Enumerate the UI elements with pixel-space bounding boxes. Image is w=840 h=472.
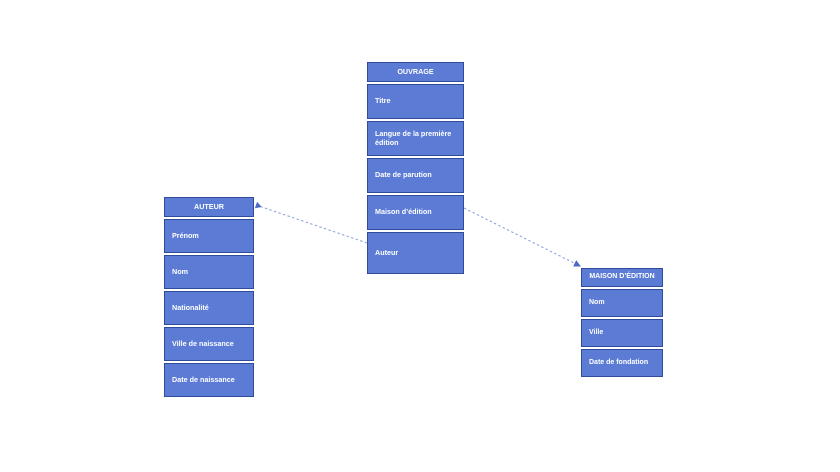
entity-maison-edition-field-ville[interactable]: Ville xyxy=(581,319,663,347)
entity-auteur-field-nom[interactable]: Nom xyxy=(164,255,254,289)
entity-ouvrage-title: OUVRAGE xyxy=(397,66,434,76)
entity-auteur-title: AUTEUR xyxy=(194,201,224,211)
entity-auteur-field-ville-naissance[interactable]: Ville de naissance xyxy=(164,327,254,361)
entity-auteur[interactable]: AUTEUR Prénom Nom Nationalité Ville de n… xyxy=(164,197,254,397)
field-label: Auteur xyxy=(375,247,399,257)
field-label: Date de naissance xyxy=(172,374,235,384)
field-label: Date de parution xyxy=(375,170,432,180)
connector-ouvrage-maison xyxy=(463,207,581,267)
entity-ouvrage-field-auteur[interactable]: Auteur xyxy=(367,232,464,274)
entity-maison-edition-header[interactable]: MAISON D’ÉDITION xyxy=(581,268,663,287)
entity-ouvrage-field-titre[interactable]: Titre xyxy=(367,84,464,119)
entity-maison-edition-field-date-fondation[interactable]: Date de fondation xyxy=(581,349,663,377)
field-label: Ville de naissance xyxy=(172,338,234,348)
entity-auteur-field-date-naissance[interactable]: Date de naissance xyxy=(164,363,254,397)
entity-ouvrage-header[interactable]: OUVRAGE xyxy=(367,62,464,82)
entity-ouvrage[interactable]: OUVRAGE Titre Langue de la première édit… xyxy=(367,62,464,274)
entity-auteur-field-prenom[interactable]: Prénom xyxy=(164,219,254,253)
field-label: Nom xyxy=(172,266,188,276)
entity-ouvrage-field-date-parution[interactable]: Date de parution xyxy=(367,158,464,193)
field-label: Nationalité xyxy=(172,302,209,312)
field-label: Ville xyxy=(589,328,604,336)
entity-auteur-header[interactable]: AUTEUR xyxy=(164,197,254,217)
entity-maison-edition-field-nom[interactable]: Nom xyxy=(581,289,663,317)
field-label: Titre xyxy=(375,96,391,106)
entity-auteur-field-nationalite[interactable]: Nationalité xyxy=(164,291,254,325)
entity-maison-edition[interactable]: MAISON D’ÉDITION Nom Ville Date de fonda… xyxy=(581,268,663,377)
field-label: Nom xyxy=(589,298,605,306)
entity-ouvrage-field-langue[interactable]: Langue de la première édition xyxy=(367,121,464,156)
field-label: Prénom xyxy=(172,230,199,240)
connector-ouvrage-auteur xyxy=(254,201,368,244)
entity-ouvrage-field-maison-edition[interactable]: Maison d’édition xyxy=(367,195,464,230)
field-label: Date de fondation xyxy=(589,358,649,366)
field-label: Langue de la première édition xyxy=(375,128,452,147)
field-label: Maison d’édition xyxy=(375,207,432,217)
entity-maison-edition-title: MAISON D’ÉDITION xyxy=(589,273,655,281)
